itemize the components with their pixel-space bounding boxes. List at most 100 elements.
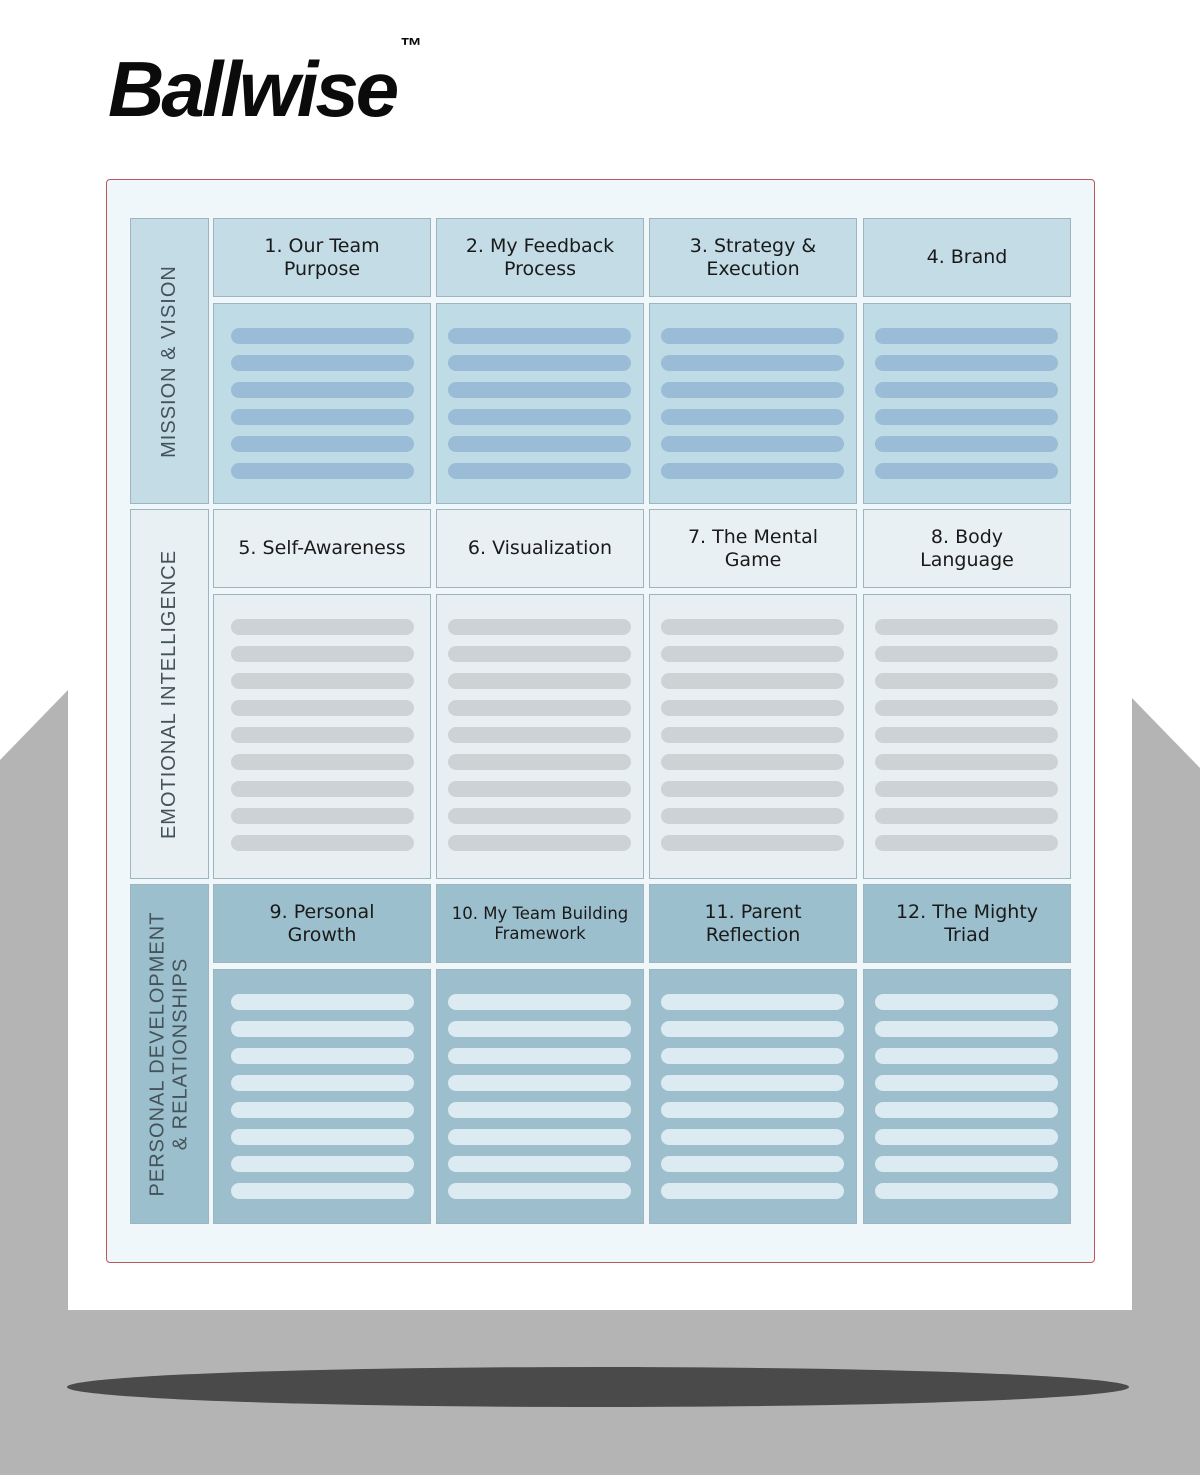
module-title: 4. Brand <box>926 246 1008 269</box>
module-title: 1. Our Team Purpose <box>264 235 380 280</box>
placeholder-line <box>448 1048 631 1064</box>
placeholder-line <box>661 409 844 425</box>
placeholder-line <box>231 1075 414 1091</box>
placeholder-line <box>231 1021 414 1037</box>
placeholder-line <box>875 463 1058 479</box>
placeholder-line <box>231 1156 414 1172</box>
brand-name: Ballwise <box>108 45 399 133</box>
placeholder-line <box>448 700 631 716</box>
placeholder-line <box>661 808 844 824</box>
placeholder-line <box>661 727 844 743</box>
drop-shadow <box>67 1367 1129 1407</box>
placeholder-line <box>661 994 844 1010</box>
module-header: 12. The Mighty Triad <box>863 884 1071 963</box>
module-header: 5. Self-Awareness <box>213 509 431 588</box>
module-title: 12. The Mighty Triad <box>895 901 1039 946</box>
module-header: 1. Our Team Purpose <box>213 218 431 297</box>
placeholder-line <box>661 835 844 851</box>
placeholder-line <box>448 436 631 452</box>
module-header: 8. Body Language <box>863 509 1071 588</box>
module-content <box>863 969 1071 1224</box>
module-header: 11. Parent Reflection <box>649 884 857 963</box>
placeholder-line <box>661 619 844 635</box>
placeholder-line <box>448 619 631 635</box>
placeholder-line <box>661 700 844 716</box>
placeholder-line <box>231 835 414 851</box>
placeholder-line <box>875 328 1058 344</box>
placeholder-line <box>231 436 414 452</box>
placeholder-line <box>448 1183 631 1199</box>
placeholder-line <box>448 1156 631 1172</box>
module-title: 11. Parent Reflection <box>704 901 802 946</box>
placeholder-line <box>448 1102 631 1118</box>
placeholder-line <box>448 463 631 479</box>
placeholder-line <box>231 994 414 1010</box>
placeholder-line <box>661 1102 844 1118</box>
module-content <box>436 303 644 504</box>
section-label-line: MISSION & VISION <box>158 264 181 458</box>
placeholder-line <box>661 436 844 452</box>
module-title: 2. My Feedback Process <box>465 235 615 280</box>
placeholder-line <box>875 382 1058 398</box>
placeholder-line <box>661 1156 844 1172</box>
module-content <box>436 594 644 879</box>
placeholder-line <box>231 619 414 635</box>
placeholder-line <box>448 727 631 743</box>
module-content <box>213 969 431 1224</box>
module-title: 3. Strategy & Execution <box>689 235 817 280</box>
placeholder-line <box>448 835 631 851</box>
placeholder-line <box>448 646 631 662</box>
placeholder-line <box>231 355 414 371</box>
placeholder-line <box>661 463 844 479</box>
module-header: 7. The Mental Game <box>649 509 857 588</box>
placeholder-line <box>231 382 414 398</box>
placeholder-line <box>231 808 414 824</box>
placeholder-line <box>231 463 414 479</box>
module-content <box>649 969 857 1224</box>
placeholder-line <box>448 781 631 797</box>
module-content <box>436 969 644 1224</box>
placeholder-line <box>661 646 844 662</box>
placeholder-line <box>875 835 1058 851</box>
placeholder-line <box>231 409 414 425</box>
module-content <box>213 303 431 504</box>
module-header: 10. My Team Building Framework <box>436 884 644 963</box>
placeholder-line <box>875 700 1058 716</box>
module-content <box>213 594 431 879</box>
module-header: 3. Strategy & Execution <box>649 218 857 297</box>
section-label-line: EMOTIONAL INTELLIGENCE <box>158 549 180 839</box>
module-header: 4. Brand <box>863 218 1071 297</box>
section-label-line: PERSONAL DEVELOPMENT <box>146 911 169 1197</box>
module-header: 6. Visualization <box>436 509 644 588</box>
placeholder-line <box>875 436 1058 452</box>
placeholder-line <box>875 727 1058 743</box>
module-content <box>863 594 1071 879</box>
placeholder-line <box>448 328 631 344</box>
placeholder-line <box>875 1075 1058 1091</box>
placeholder-line <box>231 781 414 797</box>
placeholder-line <box>661 781 844 797</box>
module-title: 10. My Team Building Framework <box>451 904 629 943</box>
section-label-text: EMOTIONAL INTELLIGENCE <box>158 549 181 838</box>
placeholder-line <box>448 1021 631 1037</box>
placeholder-line <box>231 646 414 662</box>
section-label-text: MISSION & VISION <box>158 265 181 458</box>
placeholder-line <box>661 355 844 371</box>
section-label: MISSION & VISION <box>130 218 209 504</box>
placeholder-line <box>875 781 1058 797</box>
placeholder-line <box>231 700 414 716</box>
placeholder-line <box>875 1129 1058 1145</box>
module-content <box>649 594 857 879</box>
placeholder-line <box>875 1021 1058 1037</box>
placeholder-line <box>875 1048 1058 1064</box>
placeholder-line <box>875 646 1058 662</box>
placeholder-line <box>875 619 1058 635</box>
placeholder-line <box>875 1156 1058 1172</box>
placeholder-line <box>875 355 1058 371</box>
section-label: EMOTIONAL INTELLIGENCE <box>130 509 209 879</box>
placeholder-line <box>875 1102 1058 1118</box>
section-label-line: & RELATIONSHIPS <box>169 957 192 1151</box>
placeholder-line <box>448 673 631 689</box>
